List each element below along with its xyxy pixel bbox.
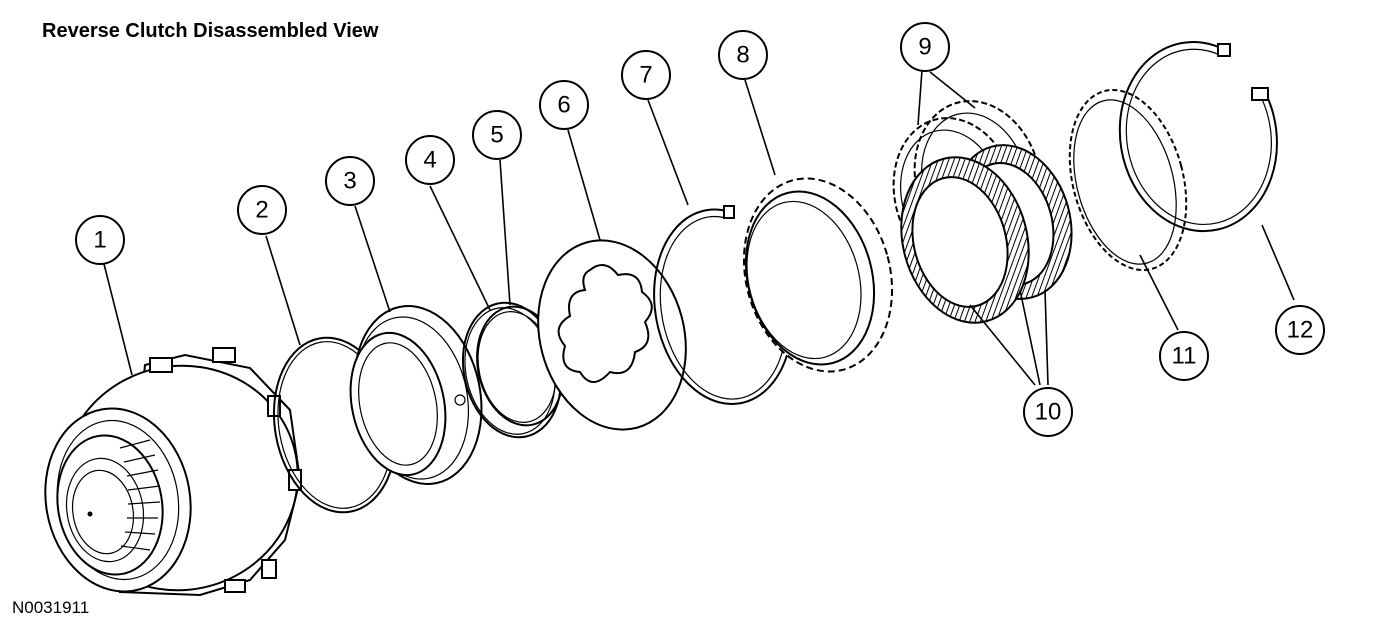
callout-7: 7 <box>621 50 671 100</box>
part-6-spring-plate <box>537 239 687 431</box>
callout-5: 5 <box>472 110 522 160</box>
callout-label: 10 <box>1035 399 1062 426</box>
callout-9: 9 <box>900 22 950 72</box>
leader-lines <box>103 69 1295 386</box>
callout-11: 11 <box>1159 331 1209 381</box>
part-10-friction-plates <box>900 144 1073 324</box>
figure-id: N0031911 <box>12 598 90 617</box>
callout-label: 1 <box>93 227 106 254</box>
callout-label: 11 <box>1172 343 1197 370</box>
part-8-pressure-plate <box>742 177 894 373</box>
callout-label: 8 <box>736 42 749 69</box>
callout-4: 4 <box>405 135 455 185</box>
part-11-backing-plate <box>1068 89 1188 271</box>
callout-12: 12 <box>1275 305 1325 355</box>
callout-label: 5 <box>490 122 503 149</box>
callout-label: 2 <box>255 197 268 224</box>
part-1-clutch-cylinder <box>44 347 302 597</box>
part-12-snap-ring <box>1118 41 1278 233</box>
callout-label: 4 <box>423 147 436 174</box>
callout-label: 12 <box>1287 317 1314 344</box>
callout-label: 7 <box>639 62 652 89</box>
callout-6: 6 <box>539 80 589 130</box>
callout-3: 3 <box>325 156 375 206</box>
callout-label: 3 <box>343 168 356 195</box>
callout-label: 9 <box>918 34 931 61</box>
callout-8: 8 <box>718 30 768 80</box>
diagram-title: Reverse Clutch Disassembled View <box>42 20 379 42</box>
callout-2: 2 <box>237 185 287 235</box>
callout-1: 1 <box>75 215 125 265</box>
callout-label: 6 <box>557 92 570 119</box>
part-3-piston <box>349 305 483 485</box>
callout-10: 10 <box>1023 387 1073 437</box>
